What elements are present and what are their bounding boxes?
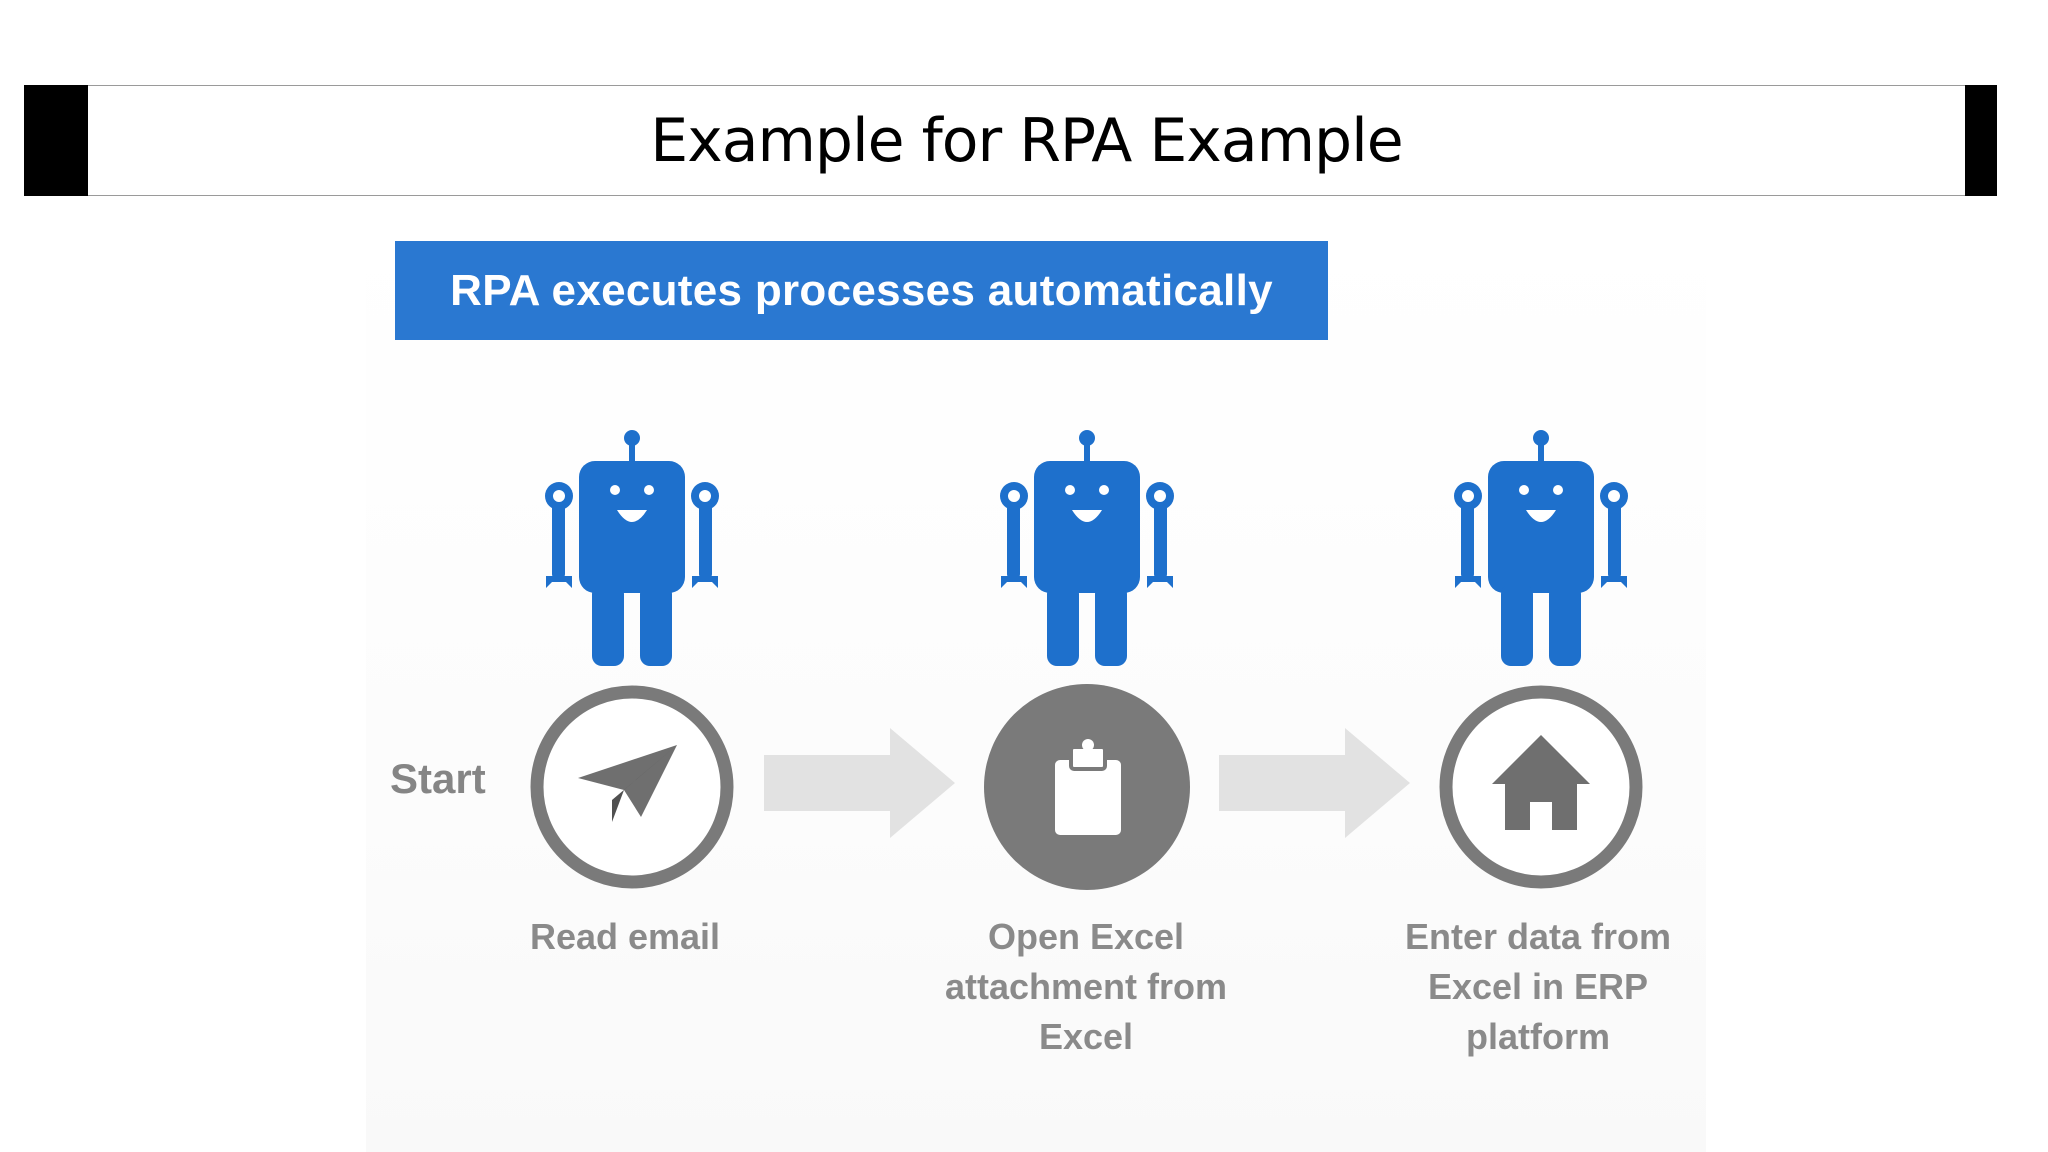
slide-title-box: Example for RPA Example xyxy=(88,85,1965,196)
robot-icon xyxy=(1454,430,1628,666)
paper-plane-icon xyxy=(578,745,677,822)
step-3-label: Enter data from Excel in ERP platform xyxy=(1404,916,1672,1057)
step-2-label: Open Excel attachment from Excel xyxy=(944,916,1228,1057)
slide-title: Example for RPA Example xyxy=(650,105,1403,176)
robot-icon xyxy=(545,430,719,666)
flow-arrow xyxy=(764,728,955,838)
step-3-circle xyxy=(1439,685,1643,889)
start-label: Start xyxy=(390,755,486,802)
step-1-circle xyxy=(530,685,734,889)
figure-banner: RPA executes processes automatically xyxy=(395,241,1328,340)
step-2-circle xyxy=(984,684,1190,890)
title-bar-right-accent xyxy=(1965,85,1997,196)
robot-icon xyxy=(1000,430,1174,666)
banner-text: RPA executes processes automatically xyxy=(450,265,1273,315)
rpa-figure xyxy=(366,224,1706,1152)
title-bar-left-accent xyxy=(24,85,88,196)
home-icon xyxy=(1492,735,1590,830)
flow-arrow xyxy=(1219,728,1410,838)
clipboard-icon xyxy=(1055,739,1121,835)
step-1-label: Read email xyxy=(529,916,721,957)
